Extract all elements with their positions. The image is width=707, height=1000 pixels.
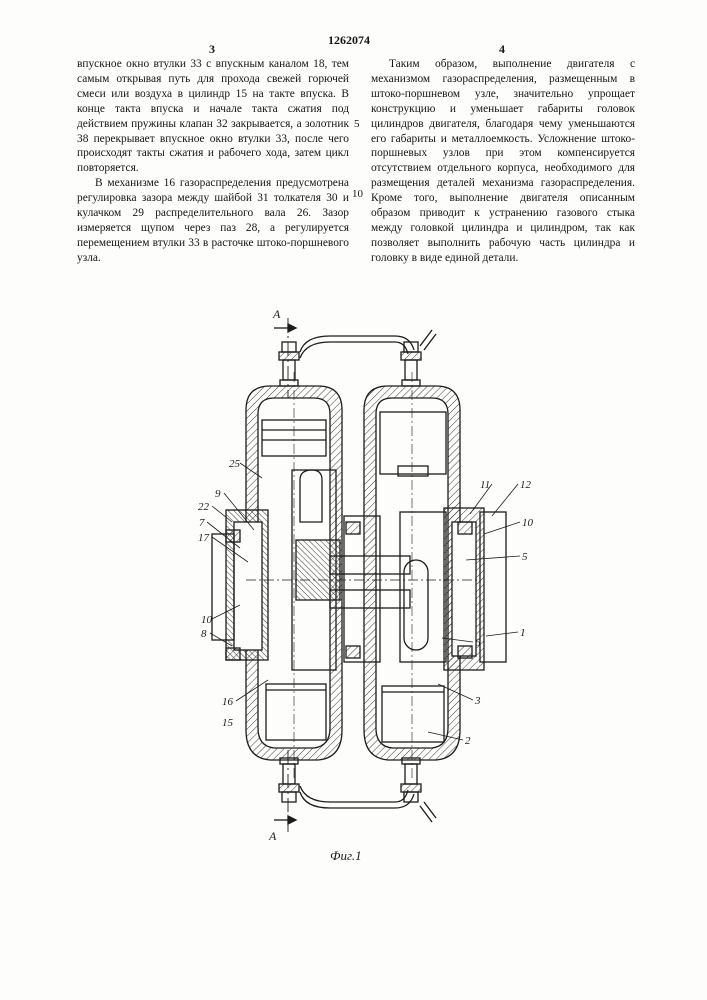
callout-9: 9 (215, 488, 221, 500)
section-label-bottom: А (268, 829, 277, 843)
callout-15: 15 (222, 717, 234, 729)
callout-16: 16 (222, 696, 234, 708)
callout-10-right: 10 (522, 517, 534, 529)
callout-12: 12 (520, 479, 532, 491)
callout-6: 6 (475, 637, 481, 649)
callout-22: 22 (198, 501, 210, 513)
callout-17: 17 (198, 532, 210, 544)
callout-5: 5 (522, 551, 528, 563)
callout-2: 2 (465, 735, 471, 747)
section-label-top: А (272, 307, 281, 321)
figure-caption: Фиг.1 (330, 848, 362, 863)
top-left-fitting (279, 342, 299, 386)
bottom-left-fitting (279, 758, 299, 802)
callout-3: 3 (474, 695, 481, 707)
callout-8: 8 (201, 628, 207, 640)
callout-1: 1 (520, 627, 526, 639)
callout-10-left: 10 (201, 614, 213, 626)
callout-25: 25 (229, 458, 241, 470)
top-right-fitting (401, 342, 421, 386)
callout-7: 7 (199, 517, 205, 529)
bottom-right-fitting (401, 758, 421, 802)
